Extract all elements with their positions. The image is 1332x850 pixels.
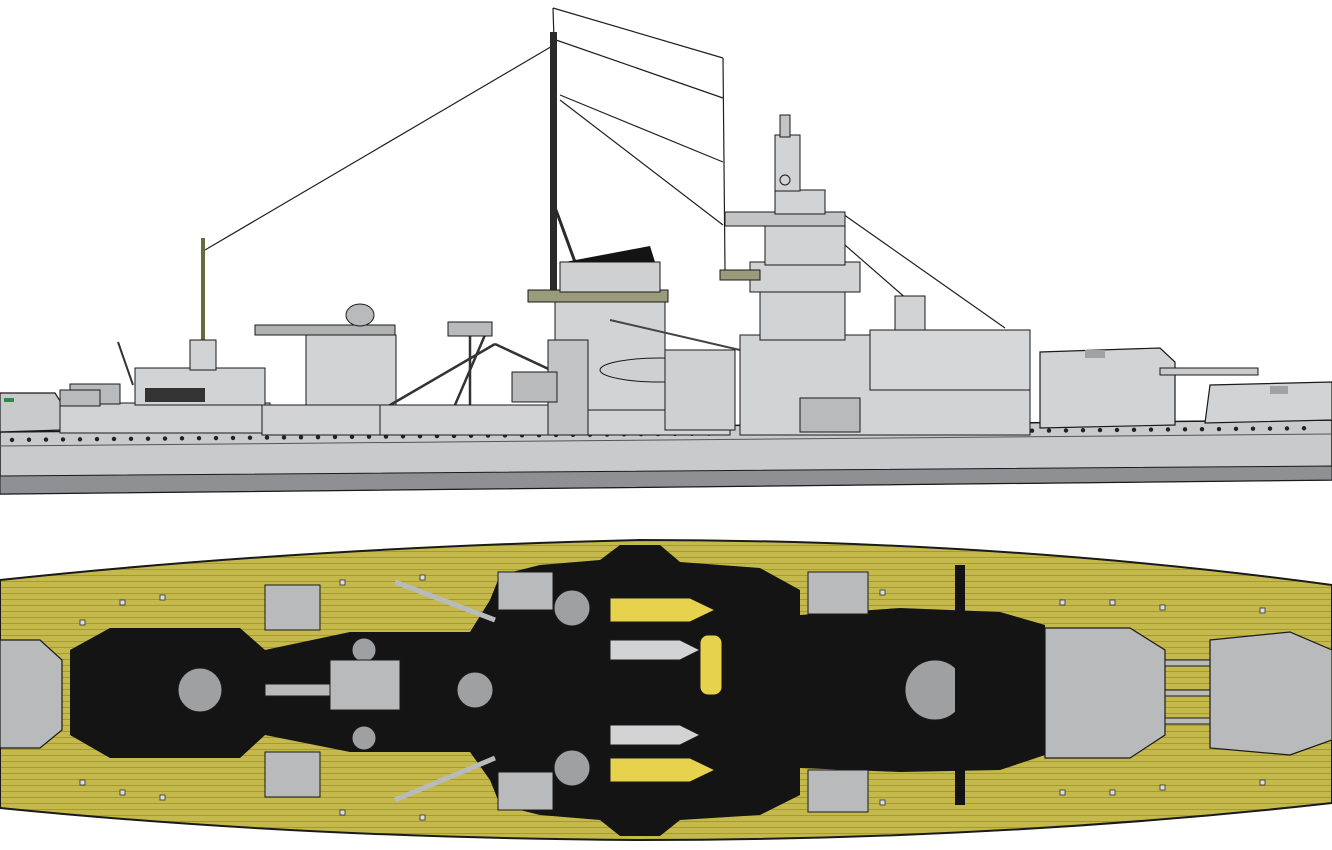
porthole xyxy=(1250,426,1256,431)
funnel-superstructure xyxy=(379,246,741,436)
porthole xyxy=(77,437,83,442)
deck-fitting xyxy=(1059,599,1066,606)
deck-fitting xyxy=(1259,607,1266,614)
porthole xyxy=(1046,428,1052,433)
porthole xyxy=(1114,427,1120,433)
porthole xyxy=(196,436,202,441)
porthole xyxy=(315,434,321,440)
deck-fitting xyxy=(879,799,886,806)
plan-top-view xyxy=(0,538,1332,842)
main-mast xyxy=(550,32,577,290)
deck-fitting xyxy=(1109,789,1116,796)
forward-main-turret-b-top xyxy=(1044,627,1246,759)
breakwater-top xyxy=(955,565,965,805)
deck-fitting xyxy=(339,579,346,586)
porthole xyxy=(1097,427,1103,433)
porthole xyxy=(230,435,236,441)
black-superstructure-deck xyxy=(70,545,1045,836)
porthole xyxy=(60,437,66,442)
deck-fitting xyxy=(1159,784,1166,791)
porthole xyxy=(1267,426,1273,431)
secondary-turrets-side xyxy=(59,371,861,433)
boat-crane xyxy=(384,334,556,410)
deck-fitting xyxy=(1259,779,1266,786)
deck-fitting xyxy=(1159,604,1166,611)
aft-main-turret-side xyxy=(0,392,63,433)
porthole xyxy=(1301,426,1307,431)
deck-fitting xyxy=(879,589,886,596)
deck-fitting xyxy=(119,599,126,606)
porthole xyxy=(1216,426,1222,432)
porthole xyxy=(298,435,304,440)
deck-fitting xyxy=(79,619,86,626)
porthole xyxy=(1131,427,1137,432)
aft-control-station xyxy=(254,303,397,436)
forward-conning-tower xyxy=(719,114,1031,436)
porthole xyxy=(366,434,372,439)
forward-main-turret-a-top xyxy=(1209,631,1332,756)
rigging-wires xyxy=(204,7,1006,329)
porthole xyxy=(145,436,151,441)
porthole xyxy=(1165,427,1171,432)
deck-fitting xyxy=(79,779,86,786)
porthole xyxy=(1284,426,1290,431)
forward-main-turret-a-side xyxy=(1204,381,1332,424)
deck-fitting xyxy=(419,574,426,581)
porthole xyxy=(94,436,100,442)
deck-fitting xyxy=(419,814,426,821)
porthole xyxy=(281,435,287,440)
porthole xyxy=(1063,428,1069,433)
porthole xyxy=(213,435,219,441)
porthole xyxy=(247,435,253,440)
deck-fittings xyxy=(29,574,1306,821)
deck-fitting xyxy=(1109,599,1116,606)
porthole xyxy=(26,437,32,442)
aa-gun-mounts-top xyxy=(177,589,966,787)
porthole xyxy=(1080,428,1086,433)
porthole xyxy=(349,434,355,440)
porthole xyxy=(1148,427,1154,432)
porthole xyxy=(1029,428,1035,433)
porthole xyxy=(264,435,270,440)
porthole xyxy=(111,436,117,442)
secondary-turrets-top xyxy=(264,571,869,813)
hull-side xyxy=(0,419,1332,495)
searchlight-platform xyxy=(447,321,493,337)
side-profile-view xyxy=(0,7,1332,495)
porthole xyxy=(9,437,15,443)
aft-mast xyxy=(201,238,205,348)
forward-main-turret-b-side xyxy=(1039,347,1259,429)
porthole xyxy=(1233,426,1239,432)
porthole xyxy=(332,434,338,440)
porthole xyxy=(1182,427,1188,432)
porthole xyxy=(1199,426,1205,432)
deck-fitting xyxy=(159,794,166,801)
cranes-top xyxy=(394,579,496,803)
deck-fitting xyxy=(159,594,166,601)
aft-main-turret-top xyxy=(0,639,63,749)
porthole xyxy=(128,436,134,442)
deck-fitting xyxy=(1059,789,1066,796)
aft-superstructure xyxy=(59,339,271,434)
deck-fitting xyxy=(339,809,346,816)
porthole xyxy=(162,436,168,441)
porthole xyxy=(179,436,185,441)
porthole xyxy=(43,437,49,442)
deck-fitting xyxy=(119,789,126,796)
ships-boats-top xyxy=(609,597,723,783)
catapult-rail-top xyxy=(264,659,401,711)
